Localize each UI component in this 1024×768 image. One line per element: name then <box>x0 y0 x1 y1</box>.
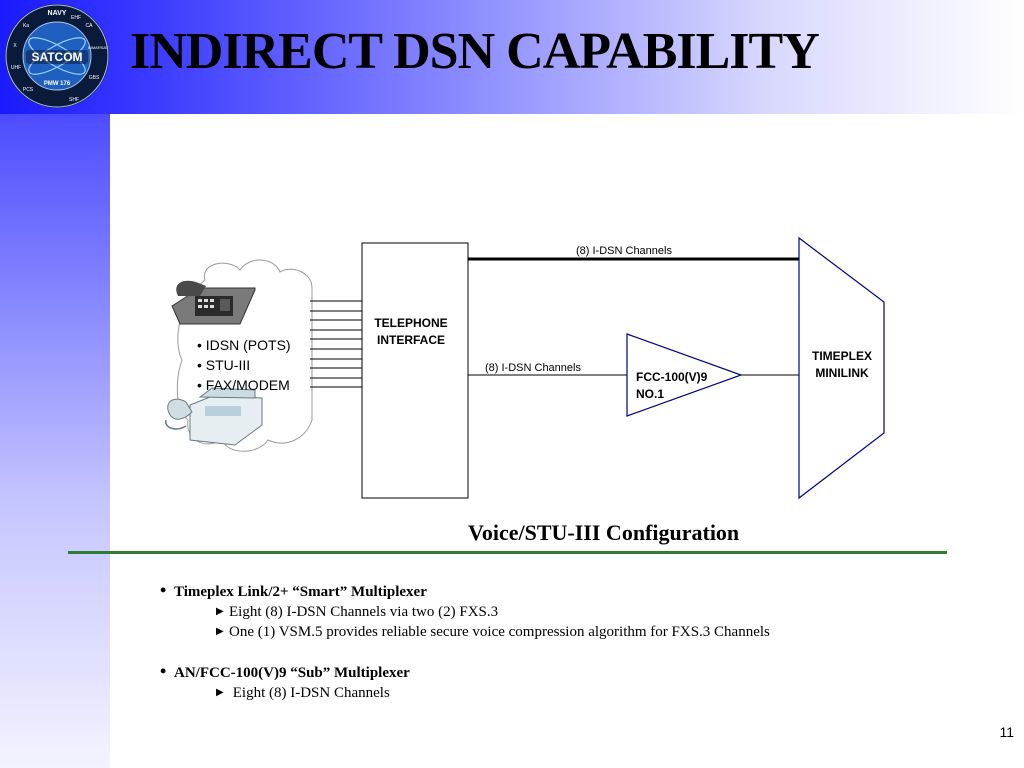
sub-bullet-text: Eight (8) I-DSN Channels via two (2) FXS… <box>229 604 499 620</box>
logo-ring-label: PCS <box>23 87 34 93</box>
fcc-label: NO.1 <box>636 387 664 401</box>
timeplex-label: TIMEPLEX <box>812 349 872 363</box>
bullet-arrow-icon: ▶ <box>216 687 224 698</box>
logo-center-text: SATCOM <box>31 50 82 64</box>
cloud-to-interface-lines <box>310 300 362 388</box>
logo-ring-label: INMARSAT <box>88 45 109 50</box>
fcc-100-multiplexer <box>626 333 743 417</box>
top-link-label: (8) I-DSN Channels <box>576 245 672 257</box>
page-title: INDIRECT DSN CAPABILITY <box>130 23 820 80</box>
logo-ring-label: SHF <box>69 97 79 103</box>
header-band <box>0 0 1024 114</box>
sub-bullet-text: One (1) VSM.5 provides reliable secure v… <box>229 624 770 640</box>
bullet-dot: • <box>160 661 167 681</box>
logo-ring-label: X <box>13 43 17 49</box>
telephone-interface-box <box>361 242 469 499</box>
logo-ring-label: CA <box>86 23 94 29</box>
timeplex-minilink <box>798 236 885 500</box>
page-number: 11 <box>999 724 1014 740</box>
logo-ring-label: UHF <box>11 65 21 71</box>
sub-bullet-text: Eight (8) I-DSN Channels <box>229 685 390 701</box>
logo-ring-label: NAVY <box>48 10 67 17</box>
bullet-dot: • <box>160 580 167 600</box>
logo-bottom-text: PMW 176 <box>44 81 71 87</box>
satcom-logo: NAVY EHF CA INMARSAT GBS SHF PCS UHF Ka … <box>5 4 109 108</box>
side-band <box>0 114 110 768</box>
bullet-arrow-icon: ▶ <box>216 626 224 637</box>
timeplex-label: MINILINK <box>815 366 869 380</box>
fax-machine-icon <box>165 387 263 446</box>
telephone-interface-label: TELEPHONE <box>374 316 447 330</box>
cloud-list-item: • STU-III <box>197 357 250 373</box>
bullet-text: Timeplex Link/2+ “Smart” Multiplexer <box>174 584 427 600</box>
middle-link-label: (8) I-DSN Channels <box>485 362 581 374</box>
logo-ring-label: GBS <box>89 75 100 81</box>
section-divider <box>68 551 947 554</box>
logo-ring-label: EHF <box>71 15 81 21</box>
bullet-arrow-icon: ▶ <box>216 606 224 617</box>
cloud-list-item: • FAX/MODEM <box>197 377 290 393</box>
fcc-label: FCC-100(V)9 <box>636 370 708 384</box>
telephone-icon <box>171 280 256 325</box>
logo-ring-label: Ka <box>23 23 29 29</box>
bullet-text: AN/FCC-100(V)9 “Sub” Multiplexer <box>174 665 410 681</box>
telephone-interface-label: INTERFACE <box>377 333 445 347</box>
diagram-caption: Voice/STU-III Configuration <box>468 520 740 545</box>
cloud-list-item: • IDSN (POTS) <box>197 337 291 353</box>
